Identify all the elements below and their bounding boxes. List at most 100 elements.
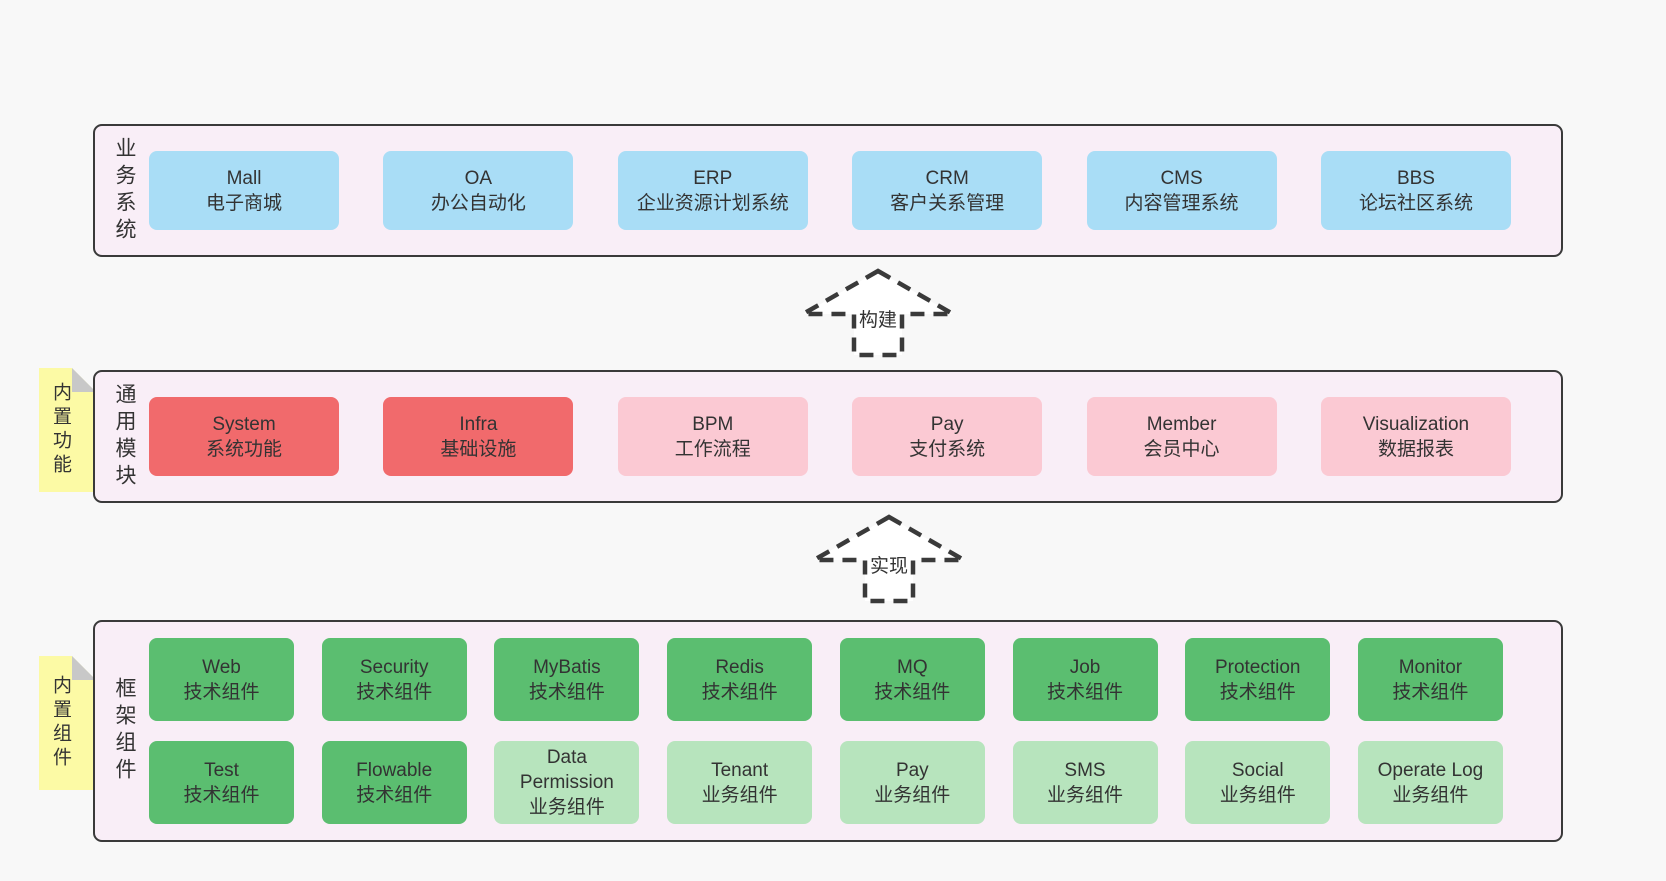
box-bbs: BBS 论坛社区系统: [1320, 151, 1511, 230]
box-desc: 业务组件: [528, 797, 605, 818]
box-name: Pay: [930, 413, 964, 435]
box-desc: 工作流程: [674, 438, 751, 460]
box-desc: 内容管理系统: [1124, 192, 1239, 214]
box-desc: 技术组件: [1219, 681, 1296, 703]
arrow-build: 构建: [794, 266, 962, 360]
box-mq: MQ 技术组件: [839, 638, 985, 721]
box-desc: 办公自动化: [430, 192, 526, 214]
box-name: Social: [1231, 759, 1284, 781]
box-visualization: Visualization 数据报表: [1320, 397, 1511, 476]
box-desc: 业务组件: [874, 784, 951, 806]
box-desc: 业务组件: [1047, 784, 1124, 806]
box-name: OA: [464, 167, 493, 189]
box-name: MyBatis: [533, 656, 601, 678]
box-name: Operate Log: [1377, 759, 1484, 781]
arrow-implement: 实现: [805, 512, 973, 606]
sticky-tab-label: 内置功能: [50, 382, 71, 478]
box-monitor: Monitor 技术组件: [1357, 638, 1503, 721]
box-flowable: Flowable 技术组件: [321, 741, 467, 824]
box-bpm: BPM 工作流程: [617, 397, 808, 476]
box-desc: 技术组件: [701, 681, 778, 703]
box-desc: 系统功能: [205, 438, 282, 460]
component-row-1: Web 技术组件 Security 技术组件 MyBatis 技术组件 Redi…: [149, 638, 1503, 721]
box-name: Member: [1146, 413, 1217, 435]
box-name: Flowable: [356, 759, 433, 781]
box-name: CRM: [925, 167, 969, 189]
box-desc: 会员中心: [1143, 438, 1220, 460]
box-desc: 客户关系管理: [890, 192, 1005, 214]
box-desc: 技术组件: [528, 681, 605, 703]
up-arrow-icon: [794, 268, 962, 358]
box-system: System 系统功能: [149, 397, 339, 476]
layer-common-modules: 通用模块 System 系统功能 Infra 基础设施 BPM 工作流程 Pay…: [93, 370, 1563, 503]
box-desc: 技术组件: [183, 681, 260, 703]
box-operate-log: Operate Log 业务组件: [1357, 741, 1503, 824]
box-desc: 业务组件: [701, 784, 778, 806]
box-name: System: [212, 413, 276, 435]
box-crm: CRM 客户关系管理: [852, 151, 1043, 230]
box-name: BBS: [1396, 167, 1435, 189]
box-infra: Infra 基础设施: [383, 397, 574, 476]
box-pay-module: Pay 支付系统: [852, 397, 1043, 476]
box-name: Monitor: [1398, 656, 1463, 678]
box-web: Web 技术组件: [149, 638, 294, 721]
box-name: Redis: [715, 656, 764, 678]
box-mybatis: MyBatis 技术组件: [494, 638, 640, 721]
box-erp: ERP 企业资源计划系统: [617, 151, 808, 230]
box-name: BPM: [692, 413, 734, 435]
box-mall: Mall 电子商城: [149, 151, 339, 230]
box-cms: CMS 内容管理系统: [1086, 151, 1277, 230]
box-desc: 基础设施: [440, 438, 517, 460]
box-name: Test: [204, 759, 239, 781]
box-member: Member 会员中心: [1086, 397, 1277, 476]
box-desc: 业务组件: [1392, 784, 1469, 806]
layer-label-common-modules: 通用模块: [113, 382, 136, 491]
sticky-tab-label: 内置组件: [50, 675, 71, 771]
box-desc: 技术组件: [1392, 681, 1469, 703]
layer-business-systems: 业务系统 Mall 电子商城 OA 办公自动化 ERP 企业资源计划系统 CRM…: [93, 124, 1563, 257]
box-oa: OA 办公自动化: [383, 151, 574, 230]
box-job: Job 技术组件: [1012, 638, 1158, 721]
box-desc: 技术组件: [356, 784, 433, 806]
box-name: Tenant: [711, 759, 769, 781]
box-desc: 技术组件: [1047, 681, 1124, 703]
box-name: Security: [359, 656, 429, 678]
arrow-implement-label: 实现: [869, 556, 908, 577]
box-name: Protection: [1214, 656, 1301, 678]
box-desc: 技术组件: [874, 681, 951, 703]
box-desc: 技术组件: [183, 784, 260, 806]
box-data-permission: Data Permission 业务组件: [494, 741, 640, 824]
layer-framework-components: 框架组件 Web 技术组件 Security 技术组件 MyBatis 技术组件…: [93, 620, 1563, 842]
box-test: Test 技术组件: [149, 741, 294, 824]
box-desc: 数据报表: [1377, 438, 1454, 460]
box-social: Social 业务组件: [1185, 741, 1331, 824]
up-arrow-icon: [805, 514, 973, 604]
business-system-boxes: Mall 电子商城 OA 办公自动化 ERP 企业资源计划系统 CRM 客户关系…: [137, 151, 1561, 230]
box-desc: 技术组件: [356, 681, 433, 703]
box-desc: 企业资源计划系统: [636, 192, 789, 214]
framework-component-grid: Web 技术组件 Security 技术组件 MyBatis 技术组件 Redi…: [137, 638, 1561, 824]
box-name: Web: [202, 656, 241, 678]
box-redis: Redis 技术组件: [667, 638, 813, 721]
box-name: Visualization: [1362, 413, 1470, 435]
box-name: Pay: [895, 759, 929, 781]
box-sms: SMS 业务组件: [1012, 741, 1158, 824]
box-name: MQ: [897, 656, 928, 678]
box-security: Security 技术组件: [321, 638, 467, 721]
box-name: ERP: [693, 167, 733, 189]
box-name: SMS: [1064, 759, 1106, 781]
box-pay-component: Pay 业务组件: [839, 741, 985, 824]
box-name: Job: [1069, 656, 1101, 678]
box-name: Mall: [226, 167, 262, 189]
box-desc: 电子商城: [205, 192, 282, 214]
arrow-build-label: 构建: [858, 310, 897, 331]
component-row-2: Test 技术组件 Flowable 技术组件 Data Permission …: [149, 741, 1503, 824]
box-desc: 论坛社区系统: [1358, 192, 1473, 214]
box-protection: Protection 技术组件: [1185, 638, 1331, 721]
box-tenant: Tenant 业务组件: [667, 741, 813, 824]
layer-label-business-systems: 业务系统: [113, 136, 136, 245]
box-name: Infra: [459, 413, 498, 435]
common-module-boxes: System 系统功能 Infra 基础设施 BPM 工作流程 Pay 支付系统…: [137, 397, 1561, 476]
sticky-tab-builtin-components: 内置组件: [39, 656, 96, 790]
layer-label-framework-components: 框架组件: [113, 677, 136, 785]
